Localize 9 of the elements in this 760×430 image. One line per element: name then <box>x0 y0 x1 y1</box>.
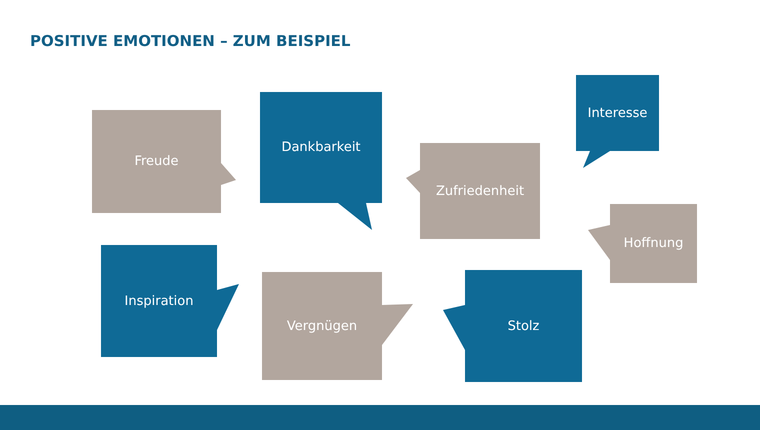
bubble-label: Interesse <box>588 106 648 120</box>
bubble-label: Inspiration <box>124 294 194 308</box>
bubble-label: Zufriedenheit <box>436 184 524 198</box>
bubble-label: Freude <box>134 154 179 169</box>
bubble-label: Vergnügen <box>286 318 358 334</box>
bubble-label: Dankbarkeit <box>281 140 361 155</box>
slide-title: POSITIVE EMOTIONEN – ZUM BEISPIEL <box>30 32 350 50</box>
bubble-label: Stolz <box>508 318 540 334</box>
bubble-label: Hoffnung <box>624 236 684 251</box>
